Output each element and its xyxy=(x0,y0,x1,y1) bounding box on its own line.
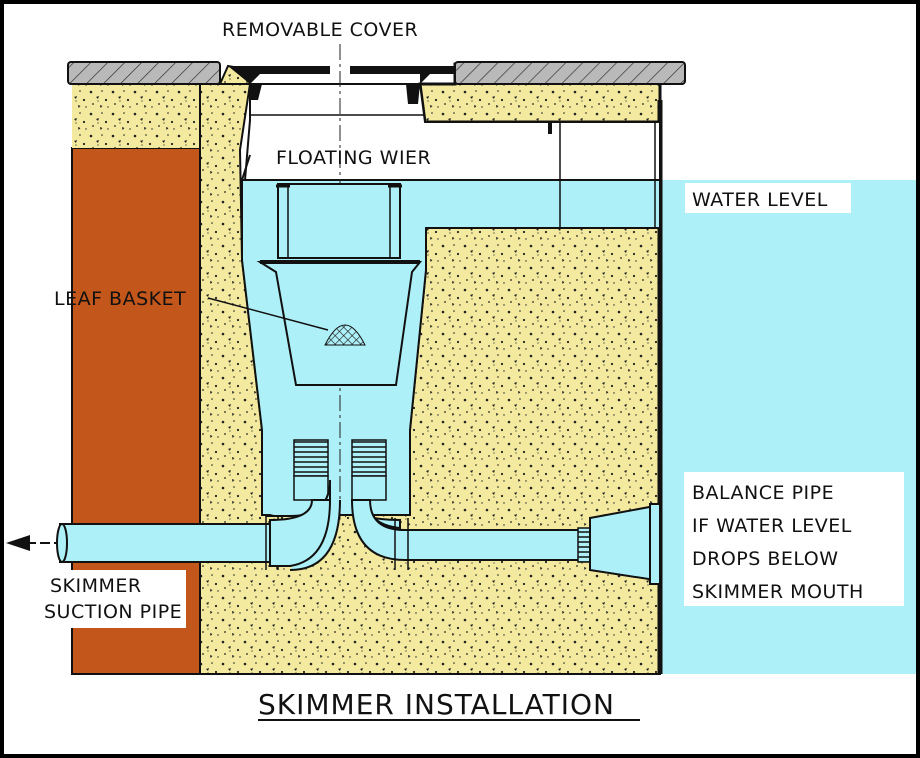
label-balance-2: IF WATER LEVEL xyxy=(692,515,852,537)
floating-weir xyxy=(277,183,401,259)
removable-cover-right xyxy=(350,66,455,84)
label-water-level: WATER LEVEL xyxy=(692,189,828,211)
outlet-thread-right xyxy=(351,439,387,477)
basket-mesh-icon xyxy=(324,324,366,346)
coping-right xyxy=(454,61,686,85)
label-suction-pipe-1: SKIMMER xyxy=(50,575,142,597)
skimmer-air-space xyxy=(243,83,661,181)
diagram-title: SKIMMER INSTALLATION xyxy=(258,688,615,721)
label-removable-cover: REMOVABLE COVER xyxy=(222,19,418,41)
outlet-thread-left xyxy=(293,439,329,477)
label-suction-pipe-2: SUCTION PIPE xyxy=(44,601,182,623)
weir-flap xyxy=(240,154,258,181)
arrow-head-icon xyxy=(6,535,30,551)
backfill xyxy=(72,84,200,148)
label-floating-weir: FLOATING WIER xyxy=(276,147,431,169)
label-leaf-basket: LEAF BASKET xyxy=(54,288,186,310)
removable-cover-left xyxy=(228,66,330,84)
suction-pipe xyxy=(59,523,291,563)
balance-pipe xyxy=(350,499,591,561)
balance-pipe-flange xyxy=(589,504,656,582)
label-balance-4: SKIMMER MOUTH xyxy=(692,581,864,603)
leaf-basket-leader xyxy=(207,297,329,331)
label-balance-3: DROPS BELOW xyxy=(692,548,839,570)
label-balance-1: BALANCE PIPE xyxy=(692,482,834,504)
coping-left xyxy=(67,61,221,85)
